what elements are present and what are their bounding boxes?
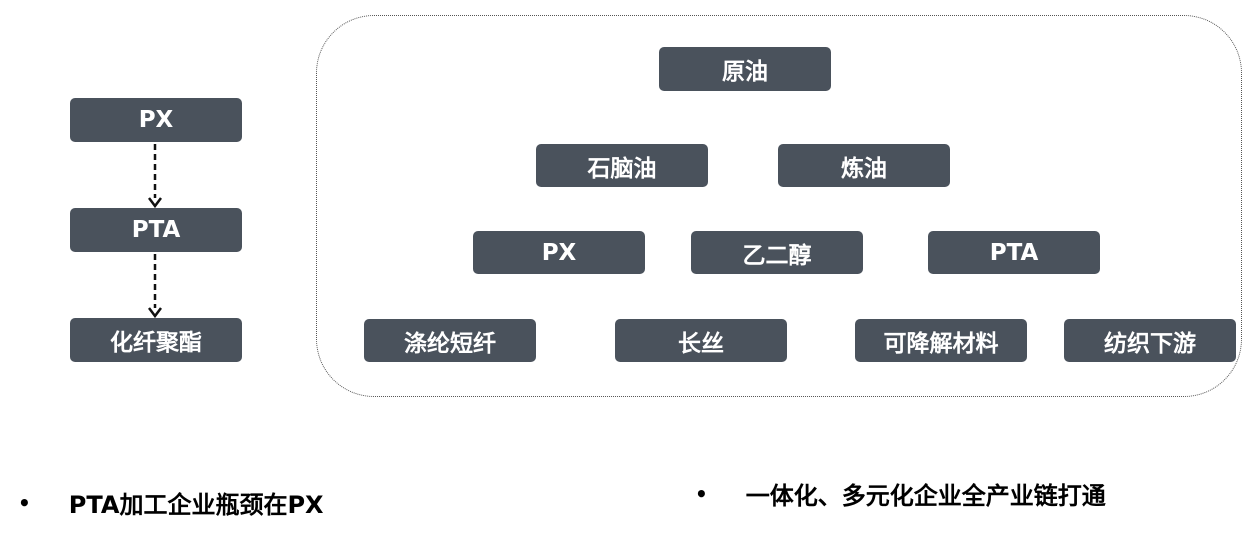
arrowhead-px-to-pta [148, 197, 162, 209]
chain-node-pta: PTA [70, 208, 242, 252]
chain-node-polyester: 化纤聚酯 [70, 318, 242, 362]
industry-chain-frame [316, 15, 1242, 397]
bullet-left-text: PTA加工企业瓶颈在PX [68, 491, 324, 519]
bullet-right-marker: • [695, 481, 708, 506]
chain-node-px: PX [70, 98, 242, 142]
tree-node-ethylene-glycol: 乙二醇 [691, 231, 863, 274]
bullet-left: • PTA加工企业瓶颈在PX [18, 485, 324, 520]
tree-node-polyester-staple: 涤纶短纤 [364, 319, 536, 362]
tree-node-refining: 炼油 [778, 144, 950, 187]
tree-node-filament: 长丝 [615, 319, 787, 362]
bullet-right: • 一体化、多元化企业全产业链打通 [695, 476, 1106, 511]
bullet-right-text: 一体化、多元化企业全产业链打通 [745, 482, 1106, 510]
arrowhead-pta-to-polyester [148, 307, 162, 319]
tree-node-degradable-materials: 可降解材料 [855, 319, 1027, 362]
tree-node-naphtha: 石脑油 [536, 144, 708, 187]
tree-node-textile-downstream: 纺织下游 [1064, 319, 1236, 362]
tree-node-px: PX [473, 231, 645, 274]
tree-node-crude-oil: 原油 [659, 47, 831, 91]
tree-node-pta: PTA [928, 231, 1100, 274]
chain-arrows [148, 144, 162, 319]
bullet-left-marker: • [18, 490, 31, 515]
